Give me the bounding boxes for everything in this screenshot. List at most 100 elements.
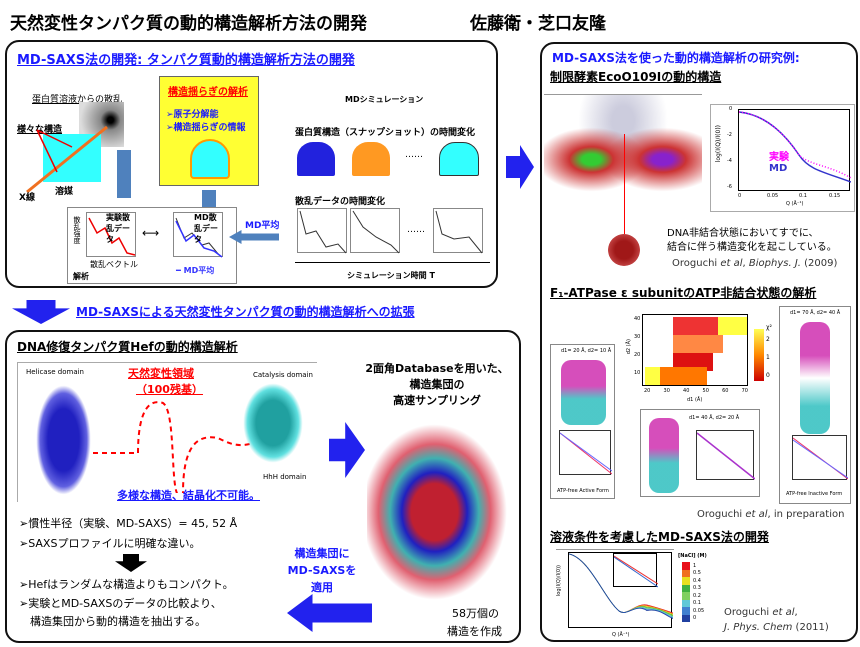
param-label: d1= 20 Å, d2= 10 Å [561,348,612,354]
nacl-legend-item: 0.1 [682,599,704,607]
snapshot-2 [352,142,390,176]
nacl-legend-item: 1 [682,562,704,570]
idr-label: 天然変性領域 [128,367,194,380]
citation-1: Oroguchi et al, Biophys. J. (2009) [672,258,838,269]
diverse-label: 多様な構造、結晶化不可能。 [117,489,260,502]
x-tick: 0 [738,193,742,199]
param-label: d1= 40 Å, d2= 20 Å [689,415,740,421]
vector-label: 散乱ベクトル [90,260,138,269]
nacl-saxs-plot: log(I(Q)/I(0)) Q (Å⁻¹) [556,549,674,639]
scatter-plot-1 [297,208,347,254]
down-arrow [12,300,70,324]
section-f1-atpase: F₁-ATPase ε subunitのATP非結合状態の解析 [550,286,817,300]
right-arrow [506,145,534,189]
bullet-text: ➢SAXSプロファイルに明確な違い。 [19,537,201,550]
nacl-legend-item: 0.5 [682,569,704,577]
scale-label: χ² [766,324,772,331]
note-text: 結合に伴う構造変化を起こしている。 [667,242,837,253]
md-sim-label: MDシミュレーション [345,95,424,104]
experimental-plot [86,212,136,257]
panel-heading: MD-SAXS法の開発: タンパク質動的構造解析方法の開発 [17,53,355,68]
scale-tick: 1 [766,354,770,361]
database-text: 高速サンプリング [393,394,481,407]
exp-data-label: 実験散乱データ [106,213,130,244]
scatter-label: 蛋白質溶液からの散乱 [32,95,123,105]
protein-image [649,418,679,493]
catalysis-domain-image [243,383,303,463]
count-text: 58万個の [452,607,499,620]
up-arrow [202,190,216,208]
x-tick: 0.15 [829,193,841,199]
legend-swatch [682,599,690,607]
bullet-text: ➢Hefはランダムな構造よりもコンパクト。 [19,578,234,591]
fluct-title: 構造揺らぎの解析 [168,87,248,98]
apply-text: MD-SAXSを [287,564,357,577]
xray-beam-icon [26,125,108,194]
down-arrow [115,554,147,572]
snapshot-3 [439,142,479,176]
y-tick: -6 [727,184,732,190]
protein-image [561,360,606,425]
note-text: DNA非結合状態においてすでに、 [667,228,819,239]
plot-area [568,552,674,628]
legend-swatch [682,592,690,600]
count-text: 構造を作成 [447,625,502,638]
nacl-legend-item: 0.4 [682,577,704,585]
down-arrow [117,150,131,198]
plot-area: 実験 MD [738,109,852,191]
md-average-arrow [229,230,279,244]
active-form-panel: d1= 20 Å, d2= 10 Å ATP-free Active Form [550,344,615,499]
nacl-legend-item: 0.05 [682,607,704,615]
helicase-domain-image [36,385,91,495]
protein-shape [190,139,230,179]
legend-label: 0.4 [693,577,701,584]
nacl-legend-item: 0 [682,614,704,622]
compare-arrow-icon: ⟷ [142,226,160,240]
legend-swatch [682,577,690,585]
inactive-form-panel: d1= 70 Å, d2= 40 Å ATP-free Inactive For… [779,306,851,504]
legend-label: 0.3 [693,585,701,592]
fluct-item: ➢構造揺らぎの情報 [166,123,246,133]
x-axis-label: Q (Å⁻¹) [612,632,630,638]
legend-label: 0.5 [693,570,701,577]
legend-swatch [682,562,690,570]
section-ecoo109i: 制限酵素EcoO109Iの動的構造 [550,70,722,84]
fluct-item: ➢原子分解能 [166,110,219,120]
form-label: ATP-free Inactive Form [786,491,843,497]
nacl-curve [568,553,674,619]
panel-heading: MD-SAXS法を使った動的構造解析の研究例: [552,51,800,65]
analysis-frame: 実験散乱データ 散乱強度 散乱ベクトル ⟷ MD散乱データ 解析 ━ MD平均 [67,207,237,284]
idr-count: （100残基） [136,383,203,396]
y-tick: -2 [727,132,732,138]
nacl-legend-title: [NaCl] (M) [678,553,707,559]
snapshot-label: 蛋白質構造（スナップショット）の時間変化 [295,128,476,138]
legend-label: 0.2 [693,592,701,599]
dna-image [608,234,640,266]
legend-md: MD [769,163,788,174]
hef-structure-figure: Helicase domain 天然変性領域 （100残基） Catalysis… [17,362,317,502]
x-tick: 0.05 [767,193,779,199]
scale-tick: 0 [766,372,770,379]
chi-square-heatmap [642,314,748,386]
color-scale [754,329,764,381]
xray-label: X線 [19,193,35,203]
y-tick: 30 [634,334,641,340]
y-tick: -4 [727,158,732,164]
disordered-region-path [93,401,254,493]
bullet-text: ➢実験とMD-SAXSのデータの比較より、 [19,597,222,610]
citation-3: Oroguchi et al, [724,607,798,618]
profile-plot [559,430,613,475]
saxs-profile-plot: log(I(Q)/I(0)) 実験 MD 0 -2 -4 -6 0 0.05 0… [710,104,855,212]
panel-heading: DNA修復タンパク質Hefの動的構造解析 [17,340,238,354]
ellipsis: …… [405,150,423,160]
solvent-label: 溶媒 [55,187,74,197]
y-axis-label: d2 (Å) [626,339,632,355]
md-saxs-development-panel: MD-SAXS法の開発: タンパク質動的構造解析方法の開発 蛋白質溶液からの散乱… [5,40,498,288]
y-tick: 10 [634,370,641,376]
legend-swatch [682,607,690,615]
legend-label: 0 [693,615,697,622]
database-text: 構造集団の [409,378,465,391]
helicase-label: Helicase domain [26,368,84,376]
